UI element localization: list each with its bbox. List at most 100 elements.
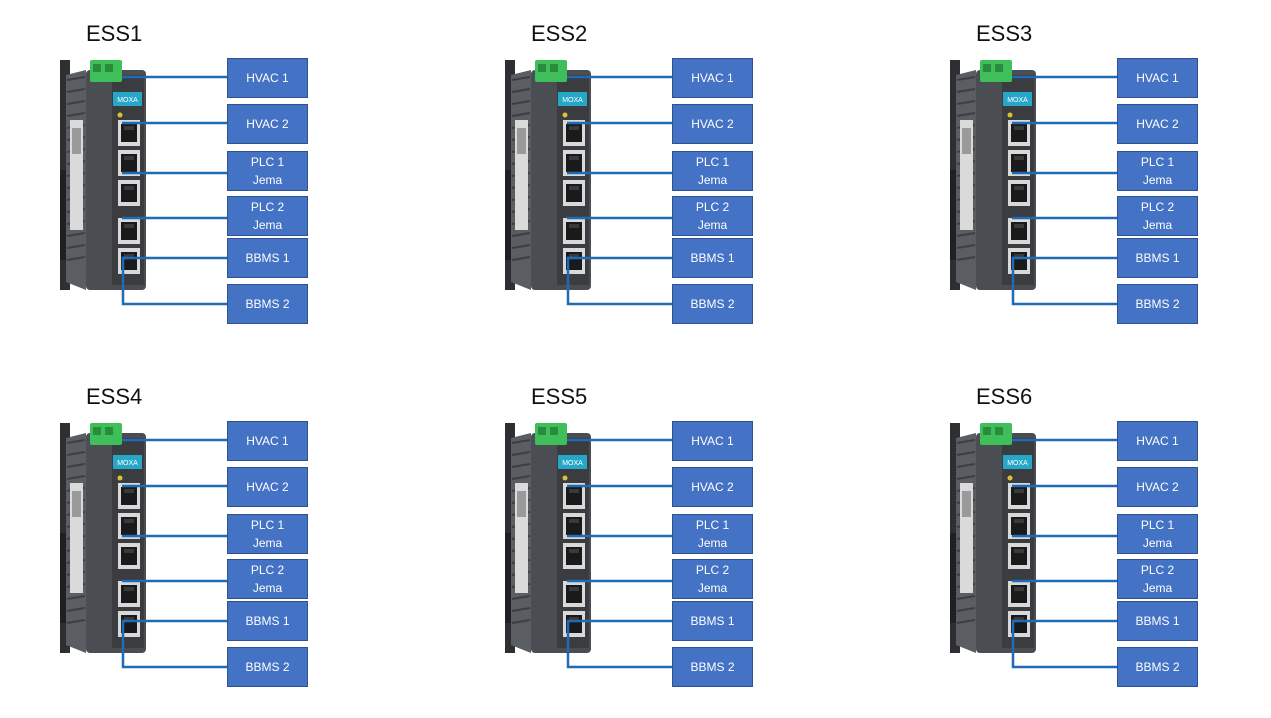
port-label-line: Jema [698, 171, 727, 189]
ess-group: ESS3MOXAHVAC 1HVAC 2PLC 1JemaPLC 2JemaBB… [950, 20, 1210, 320]
ethernet-switch-device: MOXA [505, 423, 591, 653]
port-label-line: PLC 2 [696, 561, 729, 579]
ess-group: ESS2MOXAHVAC 1HVAC 2PLC 1JemaPLC 2JemaBB… [505, 20, 765, 320]
device-brand: MOXA [117, 460, 138, 467]
device-brand: MOXA [562, 97, 583, 104]
port-label-box: BBMS 2 [672, 647, 753, 687]
port-label-box: BBMS 1 [672, 601, 753, 641]
ess-group: ESS5MOXAHVAC 1HVAC 2PLC 1JemaPLC 2JemaBB… [505, 383, 765, 683]
port-label-box: HVAC 1 [227, 58, 308, 98]
port-label-line: HVAC 2 [691, 115, 733, 133]
port-label-box: PLC 1Jema [672, 151, 753, 191]
port-label-box: BBMS 1 [1117, 601, 1198, 641]
port-label-line: PLC 2 [251, 198, 284, 216]
port-label-line: Jema [1143, 534, 1172, 552]
device-brand: MOXA [1007, 460, 1028, 467]
port-label-box: HVAC 2 [672, 104, 753, 144]
port-label-line: Jema [698, 534, 727, 552]
port-label-line: Jema [698, 579, 727, 597]
port-label-box: HVAC 1 [227, 421, 308, 461]
port-label-line: HVAC 2 [691, 478, 733, 496]
ethernet-switch-device: MOXA [950, 423, 1036, 653]
port-label-line: HVAC 1 [1136, 432, 1178, 450]
port-label-box: PLC 1Jema [227, 151, 308, 191]
port-label-box: PLC 2Jema [672, 559, 753, 599]
port-label-box: BBMS 1 [227, 601, 308, 641]
port-label-line: HVAC 2 [246, 478, 288, 496]
port-label-box: HVAC 1 [672, 421, 753, 461]
port-label-line: Jema [1143, 216, 1172, 234]
port-label-box: HVAC 2 [1117, 104, 1198, 144]
port-label-line: Jema [698, 216, 727, 234]
ethernet-switch-device: MOXA [60, 423, 146, 653]
port-label-box: BBMS 1 [1117, 238, 1198, 278]
port-label-line: BBMS 1 [1135, 249, 1179, 267]
ethernet-switch-device: MOXA [950, 60, 1036, 290]
port-label-box: HVAC 2 [672, 467, 753, 507]
ethernet-switch-device: MOXA [505, 60, 591, 290]
port-label-line: BBMS 2 [690, 658, 734, 676]
port-label-box: BBMS 2 [227, 284, 308, 324]
port-label-box: HVAC 2 [227, 104, 308, 144]
port-label-line: BBMS 1 [245, 249, 289, 267]
ess-group: ESS1MOXAHVAC 1HVAC 2PLC 1JemaPLC 2JemaBB… [60, 20, 320, 320]
port-label-line: BBMS 2 [245, 658, 289, 676]
port-label-box: HVAC 1 [672, 58, 753, 98]
port-label-line: BBMS 1 [245, 612, 289, 630]
port-label-line: HVAC 2 [1136, 478, 1178, 496]
port-label-line: BBMS 2 [245, 295, 289, 313]
port-label-line: Jema [253, 216, 282, 234]
port-label-box: PLC 2Jema [227, 559, 308, 599]
port-label-line: Jema [253, 579, 282, 597]
port-label-line: BBMS 2 [1135, 295, 1179, 313]
port-label-line: BBMS 1 [690, 612, 734, 630]
port-label-box: PLC 2Jema [227, 196, 308, 236]
port-label-box: BBMS 2 [227, 647, 308, 687]
port-label-box: BBMS 2 [672, 284, 753, 324]
port-label-box: HVAC 1 [1117, 421, 1198, 461]
port-label-line: PLC 2 [251, 561, 284, 579]
port-label-line: Jema [1143, 171, 1172, 189]
port-label-box: PLC 1Jema [672, 514, 753, 554]
port-label-box: HVAC 1 [1117, 58, 1198, 98]
port-label-line: BBMS 2 [1135, 658, 1179, 676]
port-label-box: PLC 2Jema [672, 196, 753, 236]
port-label-box: HVAC 2 [1117, 467, 1198, 507]
port-label-box: BBMS 1 [672, 238, 753, 278]
port-label-box: PLC 2Jema [1117, 559, 1198, 599]
port-label-line: HVAC 1 [246, 432, 288, 450]
port-label-line: PLC 1 [251, 153, 284, 171]
port-label-line: PLC 1 [696, 516, 729, 534]
port-label-box: BBMS 2 [1117, 647, 1198, 687]
port-label-line: HVAC 1 [246, 69, 288, 87]
port-label-line: HVAC 2 [246, 115, 288, 133]
port-label-line: Jema [1143, 579, 1172, 597]
port-label-line: PLC 2 [1141, 561, 1174, 579]
device-brand: MOXA [117, 97, 138, 104]
port-label-line: PLC 2 [696, 198, 729, 216]
port-label-line: BBMS 1 [1135, 612, 1179, 630]
ess-group: ESS4MOXAHVAC 1HVAC 2PLC 1JemaPLC 2JemaBB… [60, 383, 320, 683]
ess-group: ESS6MOXAHVAC 1HVAC 2PLC 1JemaPLC 2JemaBB… [950, 383, 1210, 683]
port-label-line: PLC 1 [1141, 516, 1174, 534]
device-brand: MOXA [1007, 97, 1028, 104]
port-label-box: PLC 1Jema [1117, 151, 1198, 191]
port-label-line: HVAC 1 [1136, 69, 1178, 87]
port-label-line: HVAC 2 [1136, 115, 1178, 133]
port-label-box: BBMS 1 [227, 238, 308, 278]
port-label-box: PLC 1Jema [227, 514, 308, 554]
device-brand: MOXA [562, 460, 583, 467]
port-label-line: PLC 1 [1141, 153, 1174, 171]
port-label-box: BBMS 2 [1117, 284, 1198, 324]
port-label-box: PLC 2Jema [1117, 196, 1198, 236]
port-label-line: PLC 1 [251, 516, 284, 534]
port-label-line: Jema [253, 171, 282, 189]
port-label-line: PLC 1 [696, 153, 729, 171]
port-label-line: HVAC 1 [691, 69, 733, 87]
ethernet-switch-device: MOXA [60, 60, 146, 290]
port-label-line: BBMS 1 [690, 249, 734, 267]
port-label-line: BBMS 2 [690, 295, 734, 313]
port-label-box: PLC 1Jema [1117, 514, 1198, 554]
port-label-line: HVAC 1 [691, 432, 733, 450]
port-label-line: Jema [253, 534, 282, 552]
